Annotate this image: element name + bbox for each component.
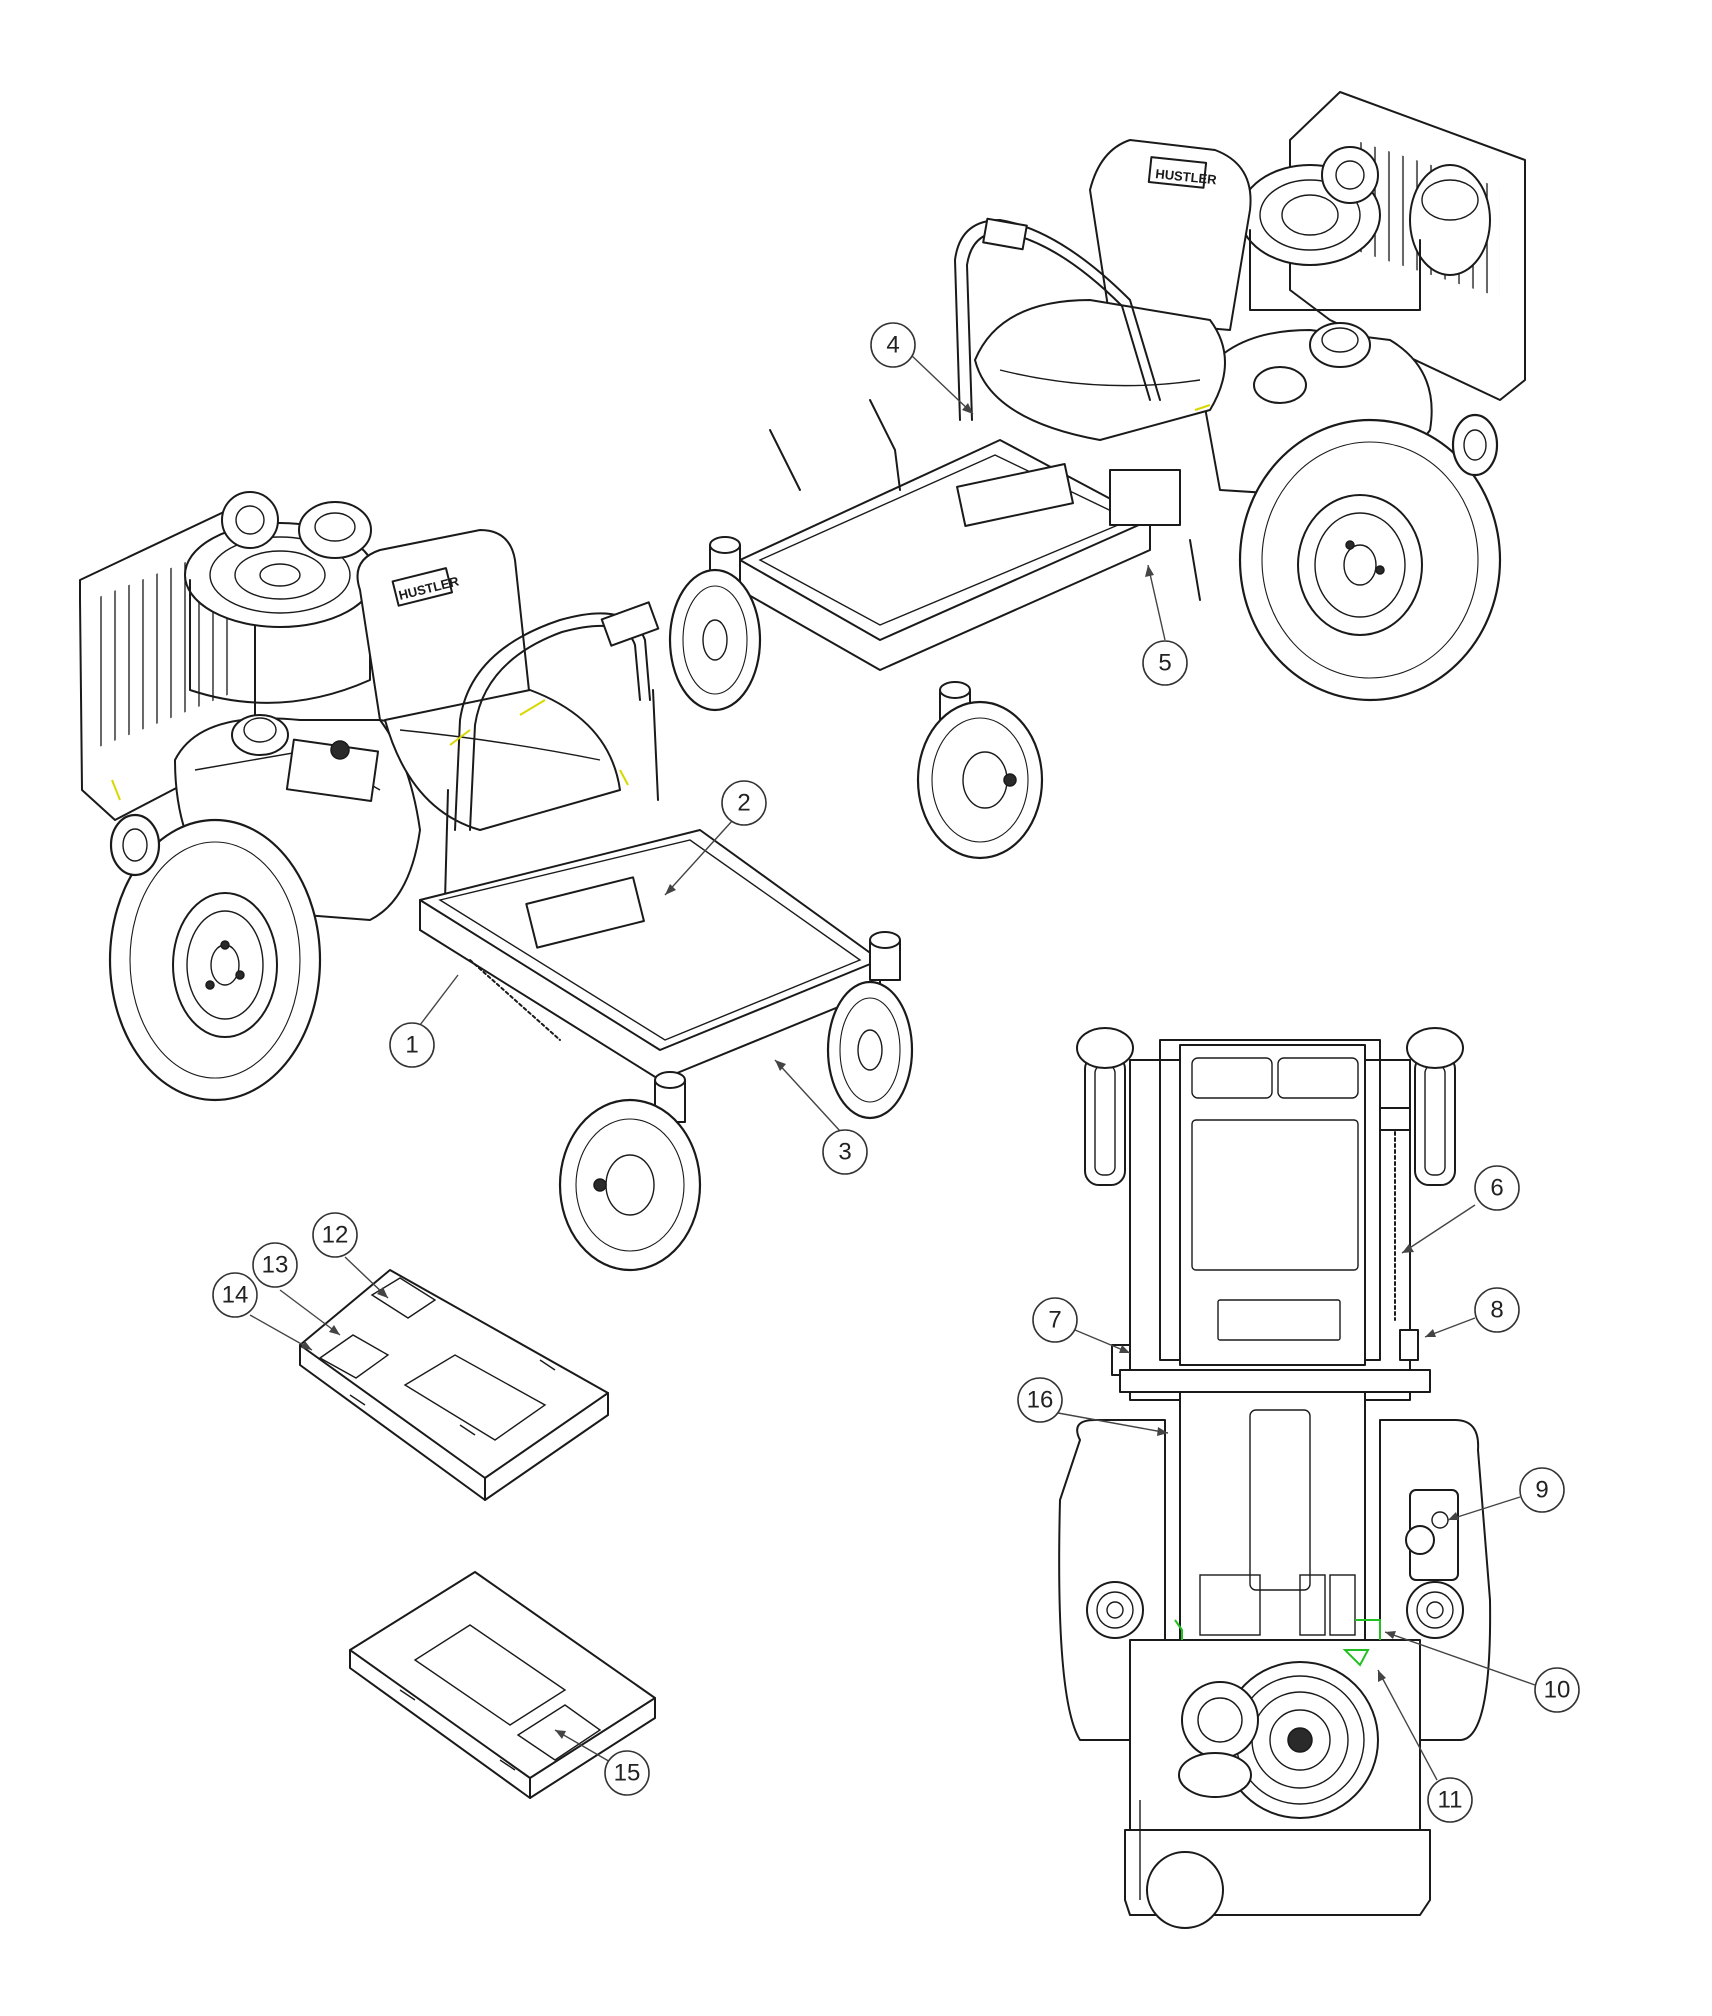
callout-6-label: 6 xyxy=(1490,1175,1503,1202)
callout-13: 13 xyxy=(252,1242,298,1288)
callout-9: 9 xyxy=(1519,1467,1565,1513)
floor-panel-lower xyxy=(349,1571,656,1799)
callout-11: 11 xyxy=(1427,1777,1473,1823)
callout-15-label: 15 xyxy=(614,1760,641,1787)
callout-10-label: 10 xyxy=(1544,1677,1571,1704)
callout-13-label: 13 xyxy=(262,1252,289,1279)
callout-16-label: 16 xyxy=(1027,1387,1054,1414)
callout-12: 12 xyxy=(312,1212,358,1258)
callout-15: 15 xyxy=(604,1750,650,1796)
callout-4-label: 4 xyxy=(886,332,899,359)
callout-14-label: 14 xyxy=(222,1282,249,1309)
callout-1: 1 xyxy=(389,1022,435,1068)
callout-6: 6 xyxy=(1474,1165,1520,1211)
mower-right-view: HUSTLER xyxy=(668,91,1526,860)
callout-8-label: 8 xyxy=(1490,1297,1503,1324)
callout-16: 16 xyxy=(1017,1377,1063,1423)
callout-2: 2 xyxy=(721,780,767,826)
callout-5: 5 xyxy=(1142,640,1188,686)
mower-left-view: HUSTLER xyxy=(79,491,914,1272)
callout-14: 14 xyxy=(212,1272,258,1318)
callout-7-label: 7 xyxy=(1048,1307,1061,1334)
callout-8: 8 xyxy=(1474,1287,1520,1333)
callout-12-label: 12 xyxy=(322,1222,349,1249)
leader-lines xyxy=(249,353,1536,1781)
callout-3-label: 3 xyxy=(838,1139,851,1166)
callout-1-label: 1 xyxy=(405,1032,418,1059)
mower-top-view xyxy=(1058,1027,1492,1929)
callout-4: 4 xyxy=(870,322,916,368)
floor-panel-upper xyxy=(299,1269,609,1501)
callout-11-label: 11 xyxy=(1438,1787,1463,1814)
callout-2-label: 2 xyxy=(737,790,750,817)
callout-3: 3 xyxy=(822,1129,868,1175)
callout-9-label: 9 xyxy=(1535,1477,1548,1504)
callout-7: 7 xyxy=(1032,1297,1078,1343)
callout-5-label: 5 xyxy=(1158,650,1171,677)
callout-10: 10 xyxy=(1534,1667,1580,1713)
seat-brand-label: HUSTLER xyxy=(1155,166,1218,187)
